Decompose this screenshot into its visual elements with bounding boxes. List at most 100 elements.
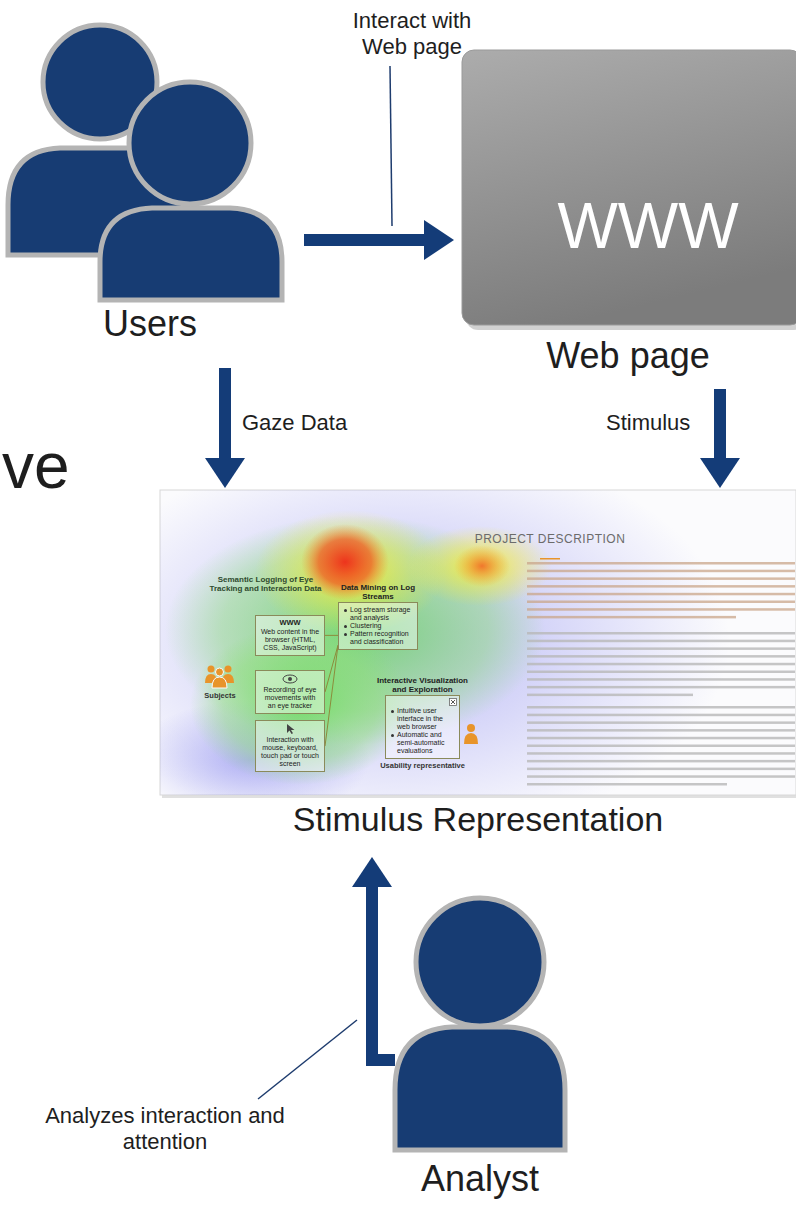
connector-line bbox=[304, 234, 433, 246]
column-heading: Semantic Logging of Eye Tracking and Int… bbox=[208, 575, 323, 593]
text-line bbox=[527, 570, 795, 573]
text-line bbox=[527, 706, 795, 709]
text-line bbox=[527, 671, 795, 674]
arrowhead bbox=[205, 458, 245, 488]
bullet-text: Automatic and semi-automatic evaluations bbox=[397, 731, 455, 755]
text-line bbox=[527, 686, 795, 689]
link-line bbox=[325, 645, 338, 692]
bullet-item: Pattern recognition and classification bbox=[343, 630, 413, 646]
paragraph-lines bbox=[527, 562, 795, 786]
node-text: WWW bbox=[500, 190, 796, 264]
bullet-text: Intuitive user interface in the web brow… bbox=[397, 707, 455, 731]
bullet-dot bbox=[344, 633, 347, 636]
icon-body bbox=[212, 677, 227, 688]
text-line bbox=[527, 721, 795, 724]
text-line bbox=[527, 585, 795, 588]
connector-line bbox=[219, 368, 231, 467]
text-line bbox=[527, 714, 795, 717]
process-box: Recording of eye movements with an eye t… bbox=[255, 670, 325, 714]
node-text: Stimulus Representation bbox=[140, 800, 796, 839]
node-text: Interaction with mouse, keyboard, touch … bbox=[260, 736, 320, 768]
text-line bbox=[527, 729, 795, 732]
person-body bbox=[395, 1027, 565, 1150]
web-page-box: WWWWeb page bbox=[460, 50, 796, 385]
arrowhead bbox=[352, 857, 392, 887]
edge-label: Stimulus bbox=[606, 410, 690, 436]
analyst-icon bbox=[395, 898, 565, 1150]
cut-off-text: ve bbox=[2, 430, 70, 504]
bullet-dot bbox=[391, 734, 394, 737]
node-text: Users bbox=[0, 303, 320, 344]
text-line bbox=[527, 632, 795, 635]
heat-blob bbox=[160, 490, 730, 795]
icon-head bbox=[216, 668, 224, 676]
usability-icon bbox=[464, 724, 478, 744]
edge-label: Gaze Data bbox=[242, 410, 347, 436]
analyst: Analyst bbox=[395, 890, 565, 1208]
text-line bbox=[527, 760, 795, 763]
link-line bbox=[325, 645, 338, 746]
users-icon bbox=[8, 25, 282, 300]
arrow-connector bbox=[700, 389, 740, 488]
arrowhead bbox=[700, 458, 740, 488]
connector-line bbox=[372, 878, 395, 1060]
box-heading: Data Mining on Log Streams bbox=[329, 583, 427, 601]
text-line bbox=[527, 647, 795, 650]
heatmap bbox=[160, 490, 730, 795]
page-heading: PROJECT DESCRIPTION bbox=[455, 533, 645, 547]
process-box: WWWWeb content in the browser (HTML, CSS… bbox=[255, 615, 325, 656]
window-box: Interactive Visualization and Exploratio… bbox=[385, 695, 460, 759]
text-line bbox=[527, 608, 795, 611]
edge-label: Interact with Web page bbox=[337, 8, 487, 61]
text-line bbox=[527, 745, 795, 748]
subjects-icon bbox=[205, 666, 234, 689]
bullet-text: Clustering bbox=[350, 622, 413, 630]
title-underline bbox=[540, 558, 560, 560]
edge-label: Analyzes interaction and attention bbox=[40, 1103, 290, 1156]
text-line bbox=[527, 640, 795, 643]
cursor-icon bbox=[286, 723, 296, 735]
bullet-dot bbox=[391, 710, 394, 713]
node-text: WWW bbox=[260, 619, 320, 628]
bullet-dot bbox=[344, 609, 347, 612]
text-line bbox=[527, 783, 727, 786]
arrow-connector bbox=[352, 857, 395, 1060]
arrow-connector bbox=[205, 368, 245, 488]
bullet-item: Log stream storage and analysis bbox=[343, 606, 413, 622]
icon-head bbox=[225, 666, 232, 673]
bullet-item: Intuitive user interface in the web brow… bbox=[390, 707, 455, 731]
person-body bbox=[100, 208, 282, 300]
person-head bbox=[416, 898, 544, 1026]
text-line bbox=[527, 694, 693, 697]
leader-line bbox=[258, 1020, 357, 1099]
bullet-text: Log stream storage and analysis bbox=[350, 606, 413, 622]
bullet-item: Clustering bbox=[343, 622, 413, 630]
text-line bbox=[527, 616, 736, 619]
connector-line bbox=[325, 635, 338, 636]
arrow-connector bbox=[304, 220, 454, 260]
link-line bbox=[325, 635, 338, 636]
connector-line bbox=[325, 645, 338, 746]
connector-line bbox=[714, 389, 726, 467]
bullet-text: Pattern recognition and classification bbox=[350, 630, 413, 646]
process-box: Data Mining on Log StreamsLog stream sto… bbox=[338, 602, 418, 650]
box-heading: Interactive Visualization and Exploratio… bbox=[376, 676, 469, 694]
bullet-item: Automatic and semi-automatic evaluations bbox=[390, 731, 455, 755]
user-group: Users bbox=[0, 0, 300, 360]
web-page-box bbox=[462, 50, 796, 325]
icon-head bbox=[467, 724, 475, 732]
arrowhead bbox=[424, 220, 454, 260]
role-label: Usability representative bbox=[375, 762, 470, 771]
eye-icon bbox=[282, 674, 298, 684]
icon-head bbox=[208, 666, 215, 673]
text-line bbox=[527, 737, 795, 740]
heat-blob bbox=[454, 545, 510, 587]
text-line bbox=[527, 768, 795, 771]
node-text: Recording of eye movements with an eye t… bbox=[260, 686, 320, 710]
node-text: Analyst bbox=[375, 1158, 585, 1199]
text-line bbox=[527, 663, 795, 666]
text-line bbox=[527, 577, 795, 580]
text-line bbox=[527, 601, 795, 604]
role-label: Subjects bbox=[195, 692, 245, 701]
text-line bbox=[527, 593, 795, 596]
